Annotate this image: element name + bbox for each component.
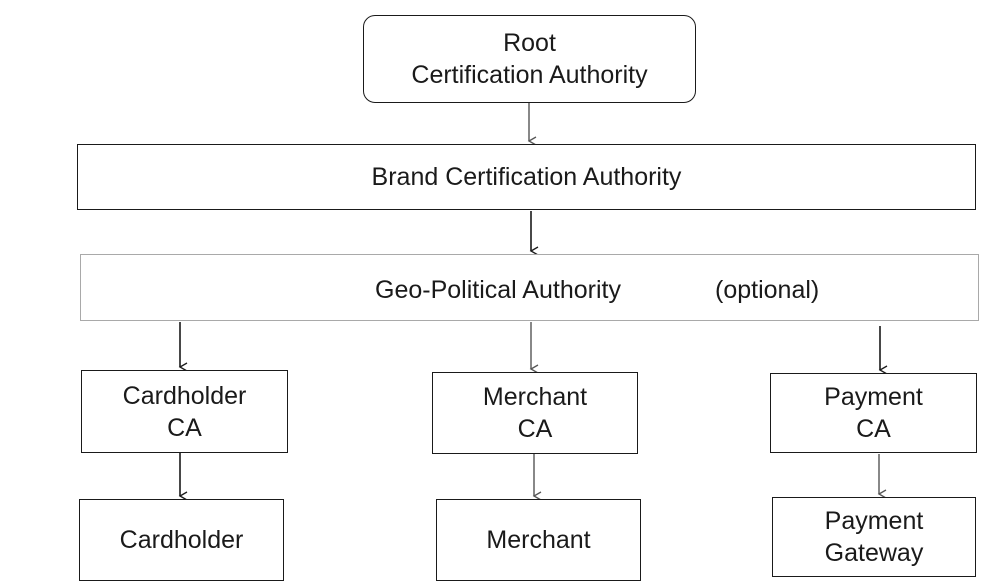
root-ca-node: Root Certification Authority — [363, 15, 696, 103]
geo-political-label: Geo-Political Authority — [375, 276, 621, 304]
geo-political-optional-note: (optional) — [715, 276, 820, 304]
cardholder-node: Cardholder — [79, 499, 284, 581]
merchant-ca-node: Merchant CA — [432, 372, 638, 454]
payment-gateway-node: Payment Gateway — [772, 497, 976, 577]
merchant-label: Merchant — [486, 526, 591, 554]
root-ca-line-1: Root — [503, 29, 556, 57]
cardholder-ca-node: Cardholder CA — [81, 370, 288, 453]
cardholder-label: Cardholder — [119, 526, 244, 554]
cardholder-ca-line-2: CA — [167, 413, 202, 442]
payment-gateway-line-1: Payment — [824, 507, 924, 535]
cardholder-ca-line-1: Cardholder — [122, 381, 247, 410]
brand-ca-label: Brand Certification Authority — [371, 163, 682, 191]
merchant-node: Merchant — [436, 499, 641, 581]
geo-political-node — [80, 254, 979, 321]
brand-ca-node: Brand Certification Authority — [77, 144, 976, 210]
payment-ca-line-2: CA — [856, 415, 891, 443]
payment-gateway-line-2: Gateway — [824, 539, 924, 567]
payment-ca-node: Payment CA — [770, 373, 977, 453]
merchant-ca-line-2: CA — [517, 415, 553, 443]
merchant-ca-line-1: Merchant — [482, 383, 588, 411]
payment-ca-line-1: Payment — [824, 383, 923, 411]
root-ca-line-2: Certification Authority — [411, 61, 648, 89]
